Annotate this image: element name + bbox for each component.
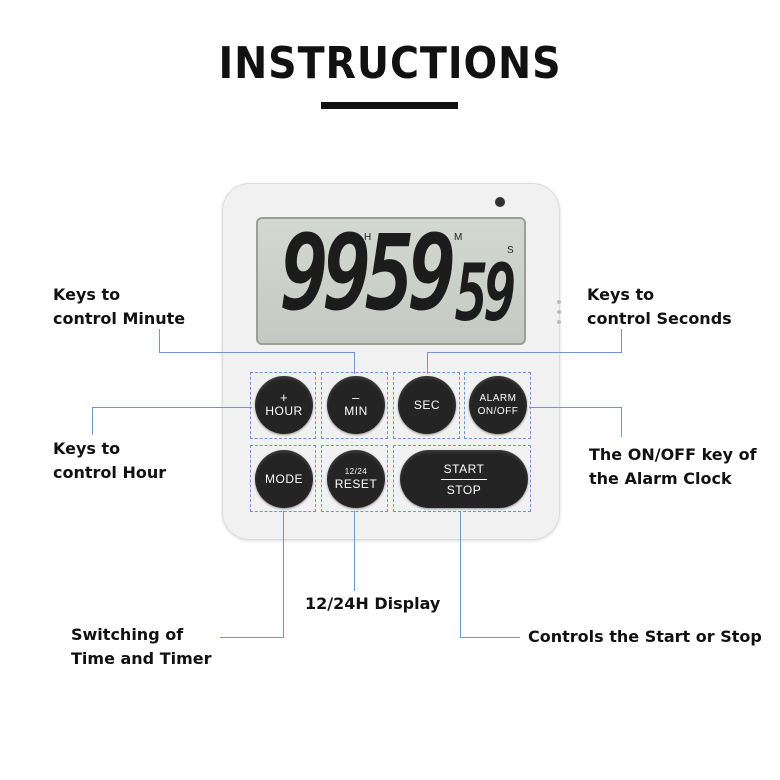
sec-button[interactable]: SEC — [398, 376, 456, 434]
label-switch-line1: Switching of — [71, 625, 184, 644]
sec-button-label: SEC — [413, 398, 441, 412]
lcd-mark-second: S — [507, 245, 514, 256]
indicator-led — [495, 197, 505, 207]
reset-button-top-label: 12/24 — [344, 467, 368, 476]
side-dot — [557, 300, 561, 304]
connector-mode — [283, 511, 284, 638]
label-minute-keys: Keys to control Minute — [53, 283, 185, 331]
connector-1224 — [354, 511, 355, 591]
plus-symbol: + — [279, 390, 289, 405]
minutes-hours-digits: 9959 — [280, 212, 457, 334]
label-alarm-line2: the Alarm Clock — [589, 469, 732, 488]
hour-button[interactable]: + HOUR — [255, 376, 313, 434]
connector-minute — [159, 352, 355, 353]
connector-seconds — [427, 352, 622, 353]
connector-minute — [354, 352, 355, 374]
connector-alarm — [529, 407, 621, 408]
mode-button-label: MODE — [265, 472, 303, 486]
lcd-main-digits: 9959 — [280, 212, 498, 334]
connector-startstop — [460, 637, 520, 638]
label-seconds-line2: control Seconds — [587, 309, 732, 328]
lcd-mark-hour: H — [364, 232, 372, 243]
side-dot — [557, 310, 561, 314]
lcd-mark-minute: M — [454, 232, 463, 243]
label-minute-line2: control Minute — [53, 309, 186, 328]
min-button-label: MIN — [344, 404, 368, 418]
label-seconds-keys: Keys to control Seconds — [587, 283, 732, 331]
sec-key-outline — [393, 372, 460, 439]
connector-hour — [92, 407, 252, 408]
start-label: START — [443, 461, 485, 476]
label-mode-switch: Switching of Time and Timer — [71, 623, 212, 671]
label-hour-line2: control Hour — [53, 463, 167, 482]
alarm-button-label-1: ALARM — [479, 393, 517, 404]
label-1224-display: 12/24H Display — [305, 594, 441, 613]
page-title: INSTRUCTIONS — [218, 38, 562, 89]
connector-startstop — [460, 511, 461, 638]
label-minute-line1: Keys to — [53, 285, 121, 304]
reset-button-label: RESET — [334, 477, 378, 491]
alarm-button[interactable]: ALARM ON/OFF — [469, 376, 527, 434]
side-dot — [557, 320, 561, 324]
connector-hour — [92, 407, 93, 435]
reset-button[interactable]: 12/24 RESET — [327, 450, 385, 508]
start-stop-button[interactable]: START STOP — [400, 450, 528, 508]
connector-alarm — [621, 407, 622, 437]
label-alarm-key: The ON/OFF key of the Alarm Clock — [589, 443, 757, 491]
label-alarm-line1: The ON/OFF key of — [589, 445, 757, 464]
connector-minute — [159, 329, 160, 353]
connector-mode — [220, 637, 284, 638]
label-seconds-line1: Keys to — [587, 285, 655, 304]
alarm-key-outline — [464, 372, 531, 439]
mode-button[interactable]: MODE — [255, 450, 313, 508]
title-underline — [321, 102, 458, 109]
startstop-key-outline — [393, 445, 531, 512]
lcd-screen — [256, 217, 526, 345]
label-hour-keys: Keys to control Hour — [53, 437, 166, 485]
label-switch-line2: Time and Timer — [71, 649, 212, 668]
connector-seconds — [427, 352, 428, 374]
connector-seconds — [621, 329, 622, 353]
lcd-seconds-digits: 59 — [455, 249, 517, 339]
label-hour-line1: Keys to — [53, 439, 121, 458]
minus-symbol: – — [352, 390, 360, 405]
hour-key-outline — [250, 372, 316, 439]
alarm-button-label-2: ON/OFF — [477, 406, 519, 417]
min-button[interactable]: – MIN — [327, 376, 385, 434]
stop-label: STOP — [446, 482, 482, 497]
hour-button-label: HOUR — [265, 404, 303, 418]
label-start-stop: Controls the Start or Stop — [528, 627, 762, 646]
start-stop-divider — [441, 478, 487, 480]
